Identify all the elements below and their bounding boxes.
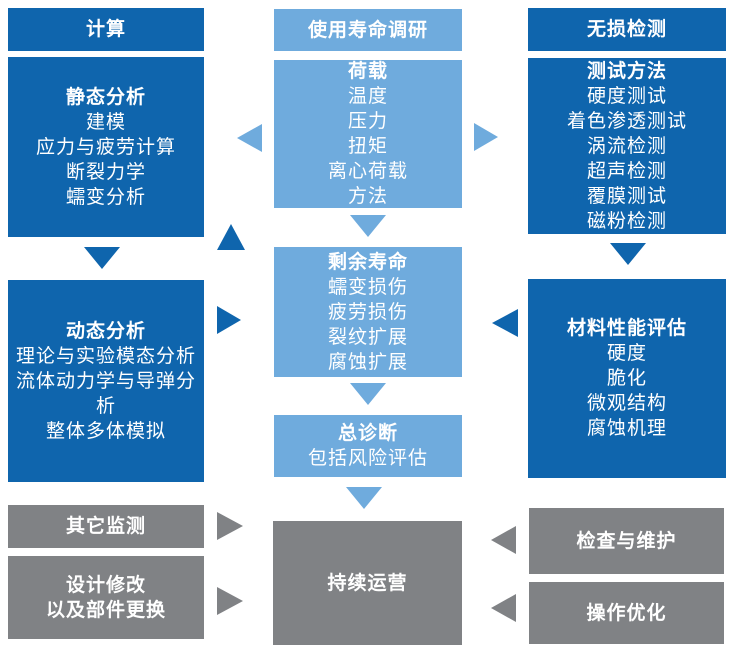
remaining-life-line: 疲劳损伤 [327,300,408,323]
header-calculation-label: 计算 [85,18,126,40]
service-loads-line: 压力 [347,110,388,132]
box-service-loads: 荷载 温度 压力 扭矩 离心荷载 方法 [274,60,462,208]
header-calculation: 计算 [8,8,204,51]
box-static-analysis: 静态分析 建模 应力与疲劳计算 断裂力学 蠕变分析 [8,57,204,237]
arrow-down-icon [350,383,386,405]
box-other-monitoring: 其它监测 [8,505,204,548]
arrow-up-icon [217,224,245,250]
material-evaluation-line: 脆化 [606,367,647,389]
box-operation-optimization: 操作优化 [529,582,724,644]
test-methods-line: 硬度测试 [586,84,667,107]
remaining-life-line: 裂纹扩展 [327,325,408,348]
material-evaluation-line: 硬度 [606,342,647,364]
dynamic-analysis-title: 动态分析 [65,319,146,342]
box-test-methods: 测试方法 硬度测试 着色渗透测试 涡流检测 超声检测 覆膜测试 磁粉检测 [528,58,726,234]
dynamic-analysis-line: 流体动力学与导弹分析 [15,369,196,417]
box-design-modification: 设计修改 以及部件更换 [8,556,204,639]
service-loads-line: 离心荷载 [327,160,408,182]
arrow-down-icon [346,487,382,509]
dynamic-analysis-line: 整体多体模拟 [45,419,166,442]
test-methods-title: 测试方法 [586,59,667,82]
material-evaluation-line: 微观结构 [586,392,667,414]
service-loads-line: 温度 [347,85,388,107]
remaining-life-title: 剩余寿命 [327,250,408,273]
diagnosis-line: 包括风险评估 [307,447,428,469]
service-loads-title: 荷载 [347,60,388,82]
test-methods-line: 磁粉检测 [586,209,667,232]
test-methods-line: 超声检测 [586,159,667,182]
static-analysis-line: 断裂力学 [65,160,146,183]
static-analysis-line: 应力与疲劳计算 [35,135,176,158]
arrow-left-icon [237,124,262,152]
header-nondestructive-testing: 无损检测 [528,8,726,51]
static-analysis-line: 建模 [85,110,126,133]
test-methods-line: 覆膜测试 [586,184,667,207]
test-methods-line: 着色渗透测试 [566,109,687,132]
design-modification-line: 以及部件更换 [45,598,166,621]
arrow-down-icon [610,243,646,265]
other-monitoring-label: 其它监测 [65,515,146,537]
box-material-evaluation: 材料性能评估 硬度 脆化 微观结构 腐蚀机理 [528,279,726,478]
operation-optimization-label: 操作优化 [586,601,667,624]
arrow-left-icon [491,594,516,622]
arrow-down-icon [350,215,386,237]
box-continuous-operation: 持续运营 [273,521,462,645]
arrow-down-icon [84,247,120,269]
static-analysis-title: 静态分析 [65,85,146,108]
box-inspection-maintenance: 检查与维护 [529,508,724,574]
arrow-left-icon [491,526,516,554]
box-dynamic-analysis: 动态分析 理论与实验模态分析 流体动力学与导弹分析 整体多体模拟 [8,280,204,482]
arrow-right-icon [217,306,241,334]
service-loads-line: 扭矩 [347,135,388,157]
static-analysis-line: 蠕变分析 [65,185,146,208]
remaining-life-line: 蠕变损伤 [327,275,408,298]
header-nondestructive-testing-label: 无损检测 [586,18,667,40]
remaining-life-line: 腐蚀扩展 [327,350,408,373]
diagnosis-title: 总诊断 [337,422,398,444]
material-evaluation-title: 材料性能评估 [566,317,687,339]
header-service-life-survey-label: 使用寿命调研 [307,18,428,41]
box-remaining-life: 剩余寿命 蠕变损伤 疲劳损伤 裂纹扩展 腐蚀扩展 [274,247,462,377]
inspection-maintenance-label: 检查与维护 [576,529,677,552]
box-diagnosis: 总诊断 包括风险评估 [274,415,462,477]
continuous-operation-label: 持续运营 [327,571,408,594]
test-methods-line: 涡流检测 [586,134,667,157]
arrow-right-icon [217,512,243,540]
material-evaluation-line: 腐蚀机理 [586,417,667,439]
service-loads-line: 方法 [347,185,388,207]
dynamic-analysis-line: 理论与实验模态分析 [15,344,196,367]
arrow-left-icon [492,309,518,337]
arrow-right-icon [217,587,243,615]
arrow-right-icon [474,123,498,151]
header-service-life-survey: 使用寿命调研 [274,9,462,51]
design-modification-line: 设计修改 [65,573,146,596]
